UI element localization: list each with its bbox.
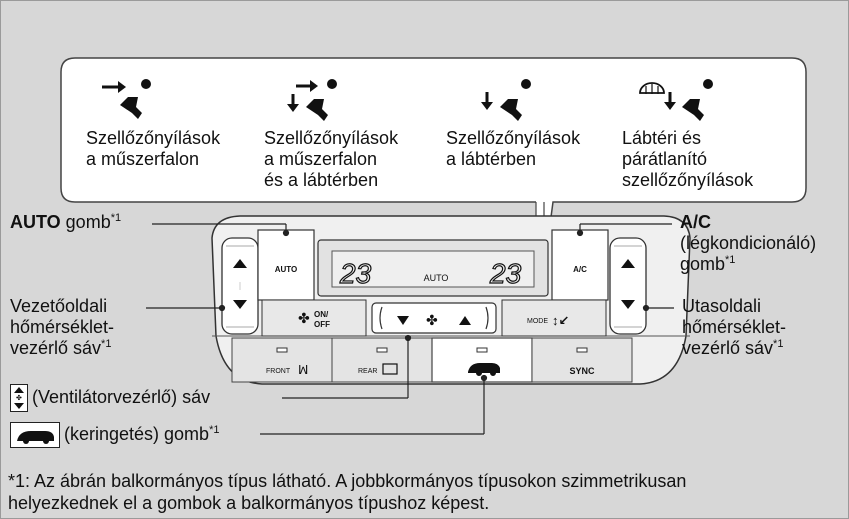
- auto-button-caption: AUTO gomb*1: [10, 212, 122, 232]
- display-right-temp: 23: [489, 258, 522, 289]
- floor-defrost-mode-icon: [639, 79, 713, 121]
- vent-mode-icon: [102, 79, 151, 119]
- sync-button[interactable]: [531, 337, 633, 383]
- fan-on-off-button[interactable]: [261, 299, 367, 337]
- on-label: ON/: [314, 310, 329, 319]
- mode-icon: ↕↙: [552, 313, 569, 328]
- floor-mode-icon: [481, 79, 531, 121]
- passenger-temp-down-icon[interactable]: [621, 300, 635, 309]
- front-defrost-button[interactable]: [231, 337, 333, 383]
- display-auto-indicator: AUTO: [424, 273, 449, 283]
- fan-bar-icon: ✤: [10, 384, 28, 412]
- sync-label: SYNC: [569, 366, 595, 376]
- rear-defrost-button[interactable]: [331, 337, 433, 383]
- mode-button-label: MODE: [527, 318, 548, 325]
- passenger-temp-rocker[interactable]: [609, 237, 647, 335]
- fan-on-off-icon: ✤: [298, 310, 310, 326]
- rear-defrost-icon: [382, 363, 398, 375]
- ac-button-label: A/C: [573, 265, 587, 274]
- front-label: FRONT: [266, 368, 291, 375]
- fan-control-bar[interactable]: [371, 302, 497, 334]
- recirculation-caption-icon: [10, 422, 60, 448]
- passenger-temp-up-icon[interactable]: [621, 259, 635, 268]
- fan-icon: ✤: [426, 312, 438, 328]
- driver-temp-up-icon[interactable]: [233, 259, 247, 268]
- auto-button-label: AUTO: [275, 265, 298, 274]
- ac-button[interactable]: [551, 229, 609, 301]
- mode-button[interactable]: [501, 299, 607, 337]
- off-label: OFF: [314, 320, 330, 329]
- recirculation-button[interactable]: [431, 337, 533, 383]
- driver-temp-down-icon[interactable]: [233, 300, 247, 309]
- recirculation-button-icon: [468, 363, 500, 376]
- recirculation-caption: (keringetés) gomb*1: [64, 424, 220, 444]
- footnote: *1: Az ábrán balkormányos típus látható.…: [8, 471, 687, 513]
- auto-button[interactable]: [257, 229, 315, 301]
- bi-level-mode-icon: [287, 79, 337, 121]
- ac-button-caption: A/C(légkondicionáló)gomb*1: [680, 212, 817, 274]
- fan-bar-caption: (Ventilátorvezérlő) sáv: [32, 387, 211, 407]
- display-left-temp: 23: [339, 258, 372, 289]
- fan-down-icon[interactable]: [397, 316, 409, 325]
- rear-label: REAR: [358, 368, 377, 375]
- fan-up-icon[interactable]: [459, 316, 471, 325]
- leader-lines: [146, 223, 674, 435]
- front-defrost-icon: ꟽ: [298, 363, 308, 377]
